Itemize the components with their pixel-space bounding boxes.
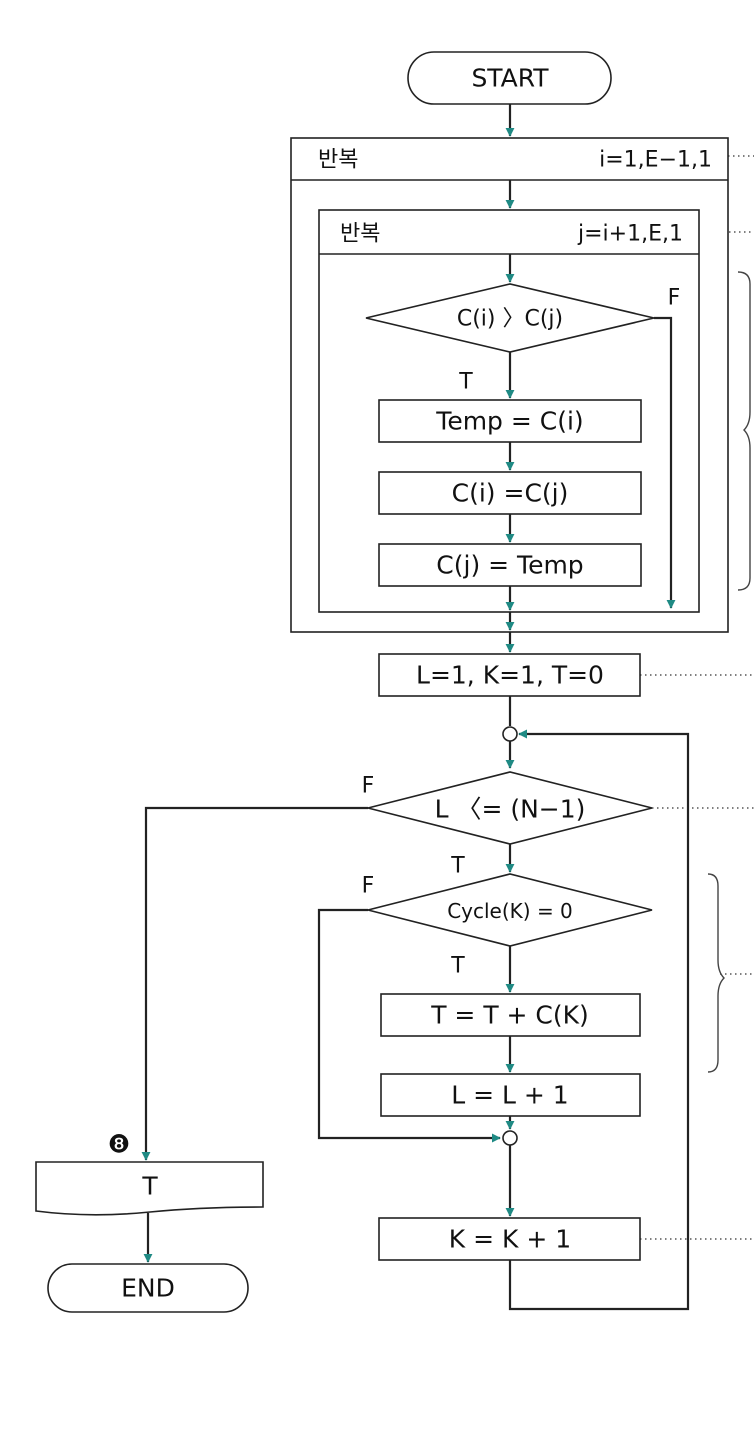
- compare-true-label: T: [458, 370, 473, 395]
- output-marker: ❽: [108, 1130, 130, 1159]
- output-document-shape: [35, 1161, 264, 1216]
- outer-loop-label: 반복: [318, 148, 358, 173]
- outer-loop-range: i=1,E−1,1: [599, 148, 712, 173]
- arrow-cycle-false: [317, 908, 501, 1143]
- cycle-false-label: F: [362, 874, 375, 899]
- swap-step-2: [378, 471, 642, 515]
- swap-step-1: [378, 399, 642, 443]
- swap-step-1-text: Temp = C(i): [435, 407, 583, 436]
- accumulate-step-1-text: T = T + C(K): [430, 1001, 589, 1030]
- inner-loop-label: 반복: [340, 222, 380, 247]
- increment-process-text: K = K + 1: [449, 1225, 571, 1254]
- accumulate-step-2-text: L = L + 1: [451, 1081, 568, 1110]
- cycle-true-label: T: [450, 954, 465, 979]
- swap-step-3-text: C(j) = Temp: [436, 551, 583, 580]
- end-label: END: [121, 1274, 175, 1303]
- brace-swap: [737, 271, 751, 591]
- loop-connector: [502, 726, 518, 742]
- accumulate-step-2: [380, 1073, 641, 1117]
- swap-step-3: [378, 543, 642, 587]
- cycle-decision-text: Cycle(K) = 0: [447, 899, 573, 923]
- start-label: START: [471, 64, 549, 93]
- arrow-loop-back: [508, 729, 690, 1311]
- arrow-compare-false: [654, 316, 676, 609]
- loop-decision-text: L 〈= (N−1): [435, 795, 586, 824]
- arrow-loop-false: [141, 806, 368, 1161]
- loop-decision: [367, 771, 653, 845]
- increment-process: [378, 1217, 641, 1261]
- cycle-decision: [367, 873, 653, 947]
- inner-loop-range: j=i+1,E,1: [577, 222, 683, 247]
- compare-false-label: F: [668, 286, 681, 311]
- end-terminal: [47, 1263, 249, 1313]
- compare-decision-text: C(i) 〉C(j): [457, 307, 563, 332]
- loop-false-label: F: [362, 774, 375, 799]
- loop-true-label: T: [450, 854, 465, 879]
- swap-step-2-text: C(i) =C(j): [452, 479, 569, 508]
- brace-accumulate: [707, 873, 725, 1073]
- init-process: [378, 653, 641, 697]
- merge-connector: [502, 1130, 518, 1146]
- init-process-text: L=1, K=1, T=0: [416, 661, 604, 690]
- output-value: T: [141, 1172, 158, 1201]
